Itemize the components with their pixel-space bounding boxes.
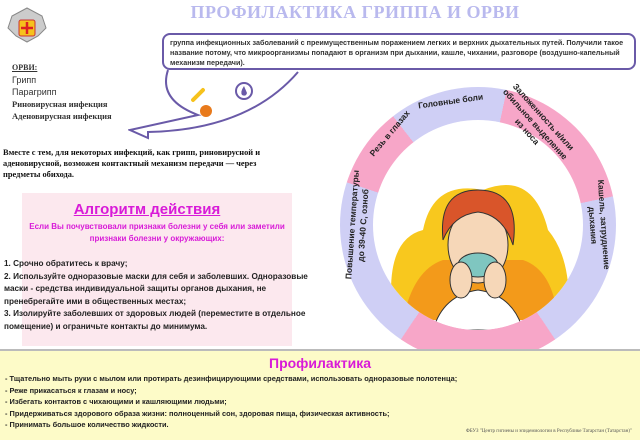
orvi-item: Грипп (12, 75, 37, 85)
algorithm-panel: Алгоритм действия Если Вы почувствовали … (22, 193, 292, 346)
virus-icon (200, 105, 212, 117)
orvi-item: Риновирусная инфекция (12, 99, 108, 109)
prevention-item: - Принимать большое количество жидкости. (5, 420, 169, 429)
algorithm-subtitle: Если Вы почувствовали признаки болезни у… (29, 222, 285, 243)
prevention-item: - Тщательно мыть руки с мылом или протир… (5, 374, 458, 383)
prevention-title: Профилактика (269, 355, 371, 371)
step: 2. Используйте одноразовые маски для себ… (4, 271, 308, 306)
emblem-icon (7, 7, 47, 43)
orvi-item: Аденовирусная инфекция (12, 111, 112, 121)
droplet-icon (235, 82, 253, 100)
prevention-panel: Профилактика - Тщательно мыть руки с мыл… (0, 349, 640, 440)
step: 1. Срочно обратитесь к врачу; (4, 259, 128, 268)
prevention-item: - Придерживаться здорового образа жизни:… (5, 408, 390, 418)
bacteria-icon (191, 88, 205, 102)
prevention-item: - Реже прикасаться к глазам и носу; (5, 385, 137, 395)
prevention-item: - Избегать контактов с чихающими и кашля… (5, 397, 227, 406)
step: 3. Изолируйте заболевших от здоровых люд… (4, 309, 306, 331)
page-title: ПРОФИЛАКТИКА ГРИППА И ОРВИ (190, 2, 520, 22)
orvi-list: ОРВИ: Грипп Парагрипп Риновирусная инфек… (12, 62, 112, 122)
bubble-arrow (128, 69, 299, 140)
orvi-heading: ОРВИ: (12, 63, 38, 72)
sick-person-illustration (373, 120, 583, 330)
contact-note: Вместе с тем, для некоторых инфекций, ка… (3, 148, 261, 179)
orvi-item: Парагрипп (12, 87, 57, 97)
footer-credit: ФБУЗ "Центр гигиены и эпидемиологии в Ре… (465, 429, 632, 434)
algorithm-title: Алгоритм действия (73, 201, 221, 218)
algorithm-steps: 1. Срочно обратитесь к врачу; 2. Использ… (4, 258, 316, 333)
definition-bubble: группа инфекционных заболеваний с преиму… (162, 33, 636, 70)
